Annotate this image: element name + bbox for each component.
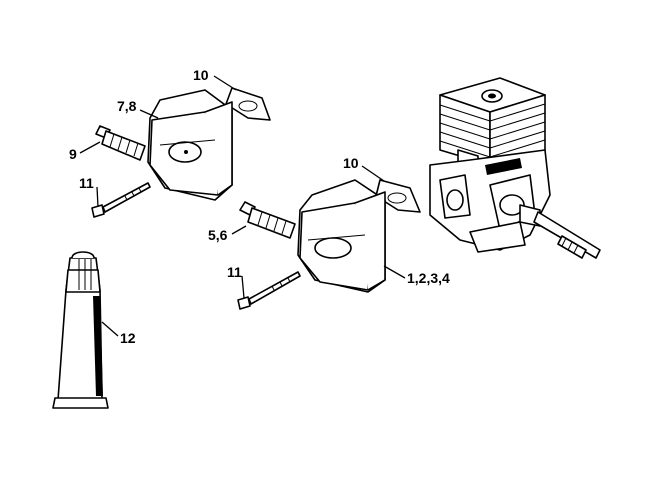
screw-lower	[237, 271, 301, 310]
label-spark-arrestor-lower: 5,6	[208, 227, 228, 243]
label-screw-lower: 11	[227, 264, 242, 280]
label-gasket-upper: 10	[193, 67, 209, 83]
spark-arrestor-lower	[239, 201, 296, 239]
muffler-lower	[297, 179, 386, 293]
label-paste-tube: 12	[120, 330, 136, 346]
spark-arrestor-upper	[95, 125, 146, 161]
paste-tube	[52, 251, 109, 409]
leader-lines	[79, 75, 406, 337]
label-screw-upper: 11	[79, 175, 94, 191]
label-gasket-lower: 10	[343, 155, 359, 171]
gasket-lower	[375, 179, 421, 213]
part-labels: 10 7,8 9 11 10 5,6 1,2,3,4 11 12	[69, 67, 450, 346]
gasket-upper	[225, 87, 271, 121]
label-muffler-lower: 1,2,3,4	[407, 270, 450, 286]
label-spark-arrestor-upper: 9	[69, 146, 77, 162]
screw-upper	[91, 182, 151, 218]
label-muffler-upper: 7,8	[117, 98, 137, 114]
engine-assembly	[429, 77, 601, 259]
muffler-upper	[147, 89, 233, 201]
